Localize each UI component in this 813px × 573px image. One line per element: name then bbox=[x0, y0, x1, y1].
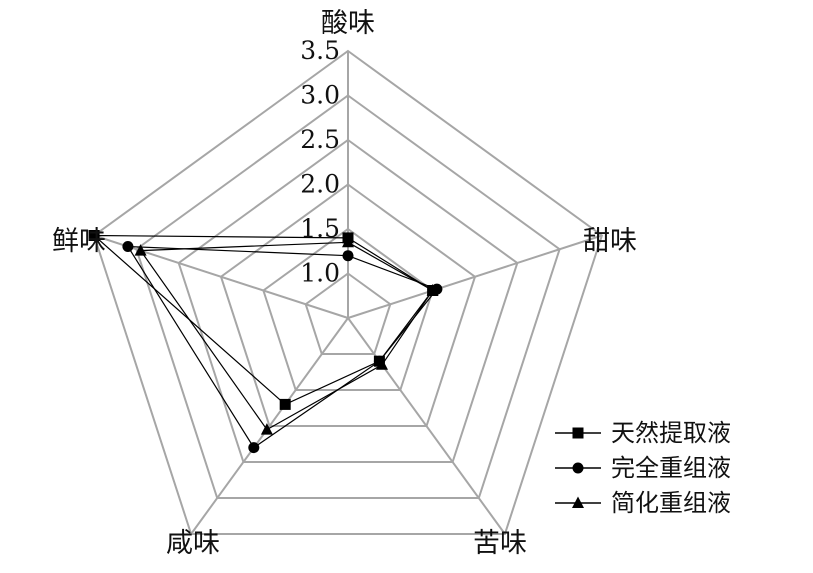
series-1-point-0 bbox=[342, 250, 354, 262]
grid-ring-2 bbox=[219, 183, 477, 427]
axis-label-4: 鲜味 bbox=[52, 226, 106, 257]
tick-label-5: 3.5 bbox=[300, 36, 340, 65]
tick-label-0: 1.0 bbox=[300, 259, 340, 288]
legend-marker-1 bbox=[572, 462, 584, 474]
spoke-1 bbox=[347, 234, 603, 319]
grid-ring-0 bbox=[304, 272, 392, 355]
axis-label-1: 甜味 bbox=[583, 226, 637, 257]
axis-label-3: 咸味 bbox=[166, 528, 220, 559]
legend-marker-2 bbox=[572, 496, 584, 508]
legend-item-2: 简化重组液 bbox=[555, 489, 731, 517]
legend-label-0: 天然提取液 bbox=[611, 419, 731, 447]
radar-series bbox=[88, 230, 443, 454]
series-2 bbox=[134, 235, 439, 435]
series-1-point-3 bbox=[248, 442, 260, 454]
series-2-point-0 bbox=[342, 235, 354, 248]
spoke-3 bbox=[190, 317, 349, 535]
grid-ring-3 bbox=[177, 138, 519, 463]
grid-ring-1 bbox=[262, 227, 434, 391]
axis-label-0: 酸味 bbox=[321, 8, 375, 39]
spoke-2 bbox=[347, 317, 506, 535]
radar-spokes bbox=[93, 51, 603, 535]
tick-label-1: 1.5 bbox=[300, 214, 340, 243]
series-2-point-3 bbox=[260, 423, 273, 435]
series-1-point-4 bbox=[122, 241, 134, 252]
legend-item-0: 天然提取液 bbox=[555, 419, 731, 447]
grid-ring-4 bbox=[135, 94, 561, 499]
legend-item-1: 完全重组液 bbox=[555, 454, 731, 482]
tick-label-2: 2.0 bbox=[300, 170, 340, 199]
series-0-point-3 bbox=[279, 398, 291, 410]
grid-ring-5 bbox=[92, 49, 604, 535]
series-line-0 bbox=[92, 234, 434, 406]
radial-tick-labels: 1.0 1.5 2.0 2.5 3.0 3.5 bbox=[300, 36, 340, 288]
tick-label-4: 3.0 bbox=[300, 81, 340, 110]
series-line-1 bbox=[126, 245, 438, 449]
legend-label-1: 完全重组液 bbox=[611, 454, 731, 482]
spoke-4 bbox=[93, 234, 349, 319]
series-2-point-4 bbox=[134, 244, 147, 256]
series-0-point-4 bbox=[88, 230, 100, 241]
axis-label-2: 苦味 bbox=[473, 528, 527, 559]
legend-marker-0 bbox=[572, 427, 584, 439]
legend-label-2: 简化重组液 bbox=[611, 489, 731, 517]
series-2-point-1 bbox=[426, 284, 439, 296]
series-2-point-2 bbox=[376, 358, 388, 370]
tick-label-3: 2.5 bbox=[300, 125, 340, 154]
radar-grid bbox=[92, 49, 604, 535]
series-line-2 bbox=[139, 241, 434, 431]
